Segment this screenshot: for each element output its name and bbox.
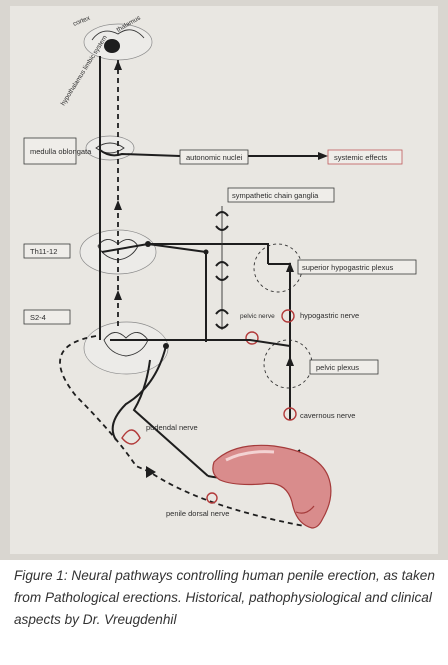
label-autonomic-nuclei: autonomic nuclei bbox=[186, 153, 243, 162]
label-pudendal-nerve: pudendal nerve bbox=[146, 423, 198, 432]
label-penile-dorsal-nerve: penile dorsal nerve bbox=[166, 509, 229, 518]
label-cavernous-nerve: cavernous nerve bbox=[300, 411, 355, 420]
medulla-segment bbox=[85, 135, 135, 161]
label-superior-hypogastric-plexus: superior hypogastric plexus bbox=[302, 263, 394, 272]
penis-illustration bbox=[212, 444, 332, 529]
figure-caption: Figure 1: Neural pathways controlling hu… bbox=[14, 568, 435, 627]
label-pelvic-nerve: pelvic nerve bbox=[240, 313, 275, 320]
label-systemic-effects: systemic effects bbox=[334, 153, 387, 162]
label-th11-12: Th11-12 bbox=[30, 247, 57, 256]
sympathetic-ganglion-markers bbox=[215, 211, 229, 329]
neural-pathway-diagram: cortex thalamus hypothalamus limbic syst… bbox=[10, 6, 438, 554]
label-pelvic-plexus: pelvic plexus bbox=[316, 363, 359, 372]
label-medulla: medulla oblongata bbox=[30, 147, 92, 156]
label-sympathetic-chain: sympathetic chain ganglia bbox=[232, 191, 319, 200]
sacral-segment bbox=[83, 321, 169, 375]
label-s2-4: S2-4 bbox=[30, 313, 46, 322]
label-hypogastric-nerve: hypogastric nerve bbox=[300, 311, 359, 320]
brain-illustration bbox=[83, 23, 153, 61]
